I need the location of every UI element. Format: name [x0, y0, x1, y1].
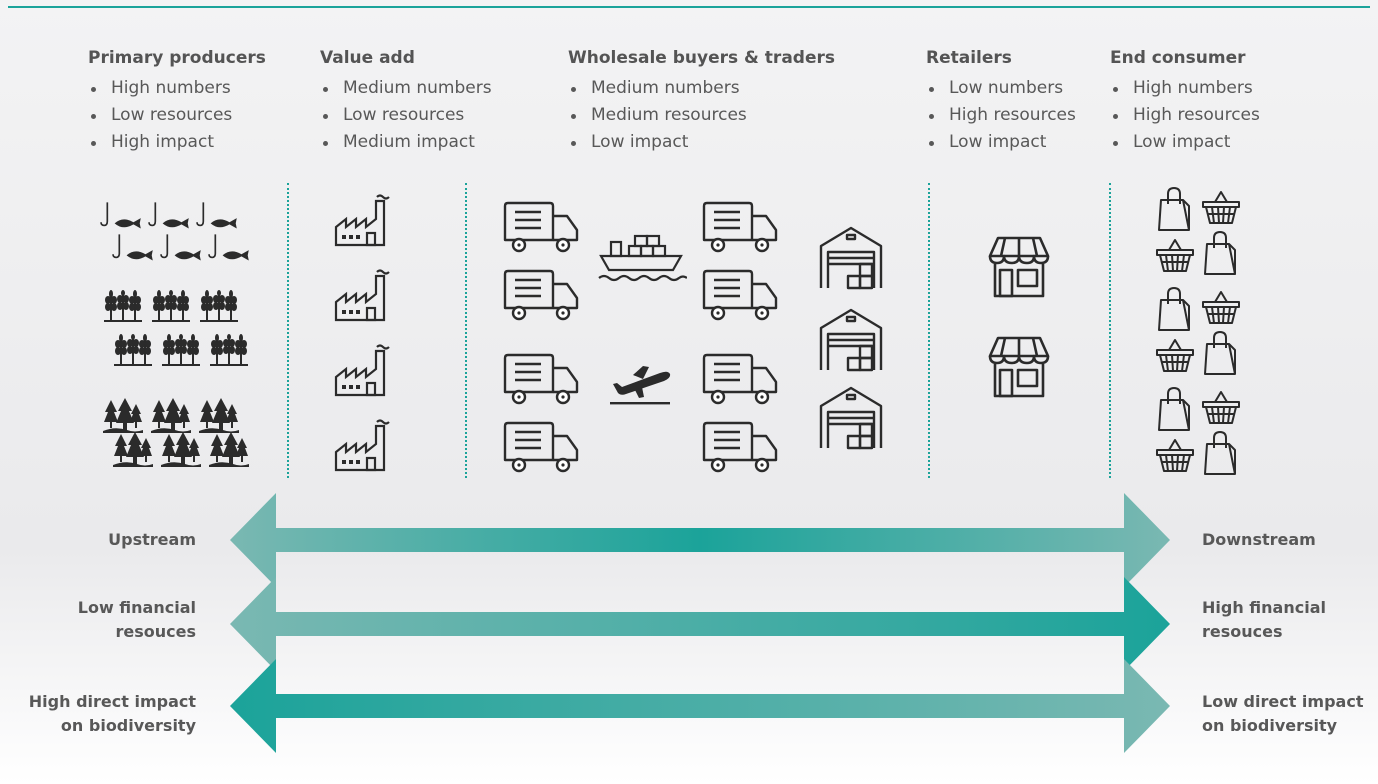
bullet: Low impact: [568, 129, 835, 156]
label-line: High direct impact: [28, 692, 196, 711]
arrow-left-label: High direct impact on biodiversity: [6, 690, 196, 738]
arrow-financial-resources: [230, 577, 1170, 671]
top-accent-line: [8, 6, 1370, 8]
label-line: resouces: [115, 622, 196, 641]
bullet: High numbers: [1110, 75, 1260, 102]
bullet: High impact: [88, 129, 266, 156]
bullet: Low resources: [320, 102, 492, 129]
column-title: Wholesale buyers & traders: [568, 48, 835, 68]
label-line: Downstream: [1202, 530, 1316, 549]
column-separator: [287, 183, 289, 478]
label-line: Low financial: [77, 598, 196, 617]
label-line: Upstream: [108, 530, 196, 549]
bullet: Medium numbers: [568, 75, 835, 102]
label-line: Low direct impact: [1202, 692, 1364, 711]
bullet: Low impact: [1110, 129, 1260, 156]
column-wholesale: Wholesale buyers & traders Medium number…: [568, 48, 835, 156]
column-separator: [1109, 183, 1111, 478]
bullet: Low impact: [926, 129, 1076, 156]
column-title: Primary producers: [88, 48, 266, 68]
arrow-upstream-downstream: [230, 493, 1170, 587]
bullet: Low resources: [88, 102, 266, 129]
bullet: High resources: [926, 102, 1076, 129]
arrow-right-label: Downstream: [1202, 528, 1372, 552]
bullet: Low numbers: [926, 75, 1076, 102]
arrow-right-label: Low direct impact on biodiversity: [1202, 690, 1372, 738]
arrow-right-label: High financial resouces: [1202, 596, 1372, 644]
arrow-left-label: Low financial resouces: [6, 596, 196, 644]
arrow-left-label: Upstream: [6, 528, 196, 552]
column-title: Value add: [320, 48, 415, 68]
bullet: High resources: [1110, 102, 1260, 129]
bullet: High numbers: [88, 75, 266, 102]
label-line: on biodiversity: [60, 716, 196, 735]
label-line: on biodiversity: [1202, 716, 1338, 735]
label-line: High financial: [1202, 598, 1326, 617]
bullet: Medium numbers: [320, 75, 492, 102]
column-title: Retailers: [926, 48, 1012, 68]
label-line: resouces: [1202, 622, 1283, 641]
column-separator: [928, 183, 930, 478]
bullet: Medium impact: [320, 129, 492, 156]
column-title: End consumer: [1110, 48, 1246, 68]
bullet: Medium resources: [568, 102, 835, 129]
column-separator: [465, 183, 467, 478]
arrow-biodiversity-impact: [230, 659, 1170, 753]
